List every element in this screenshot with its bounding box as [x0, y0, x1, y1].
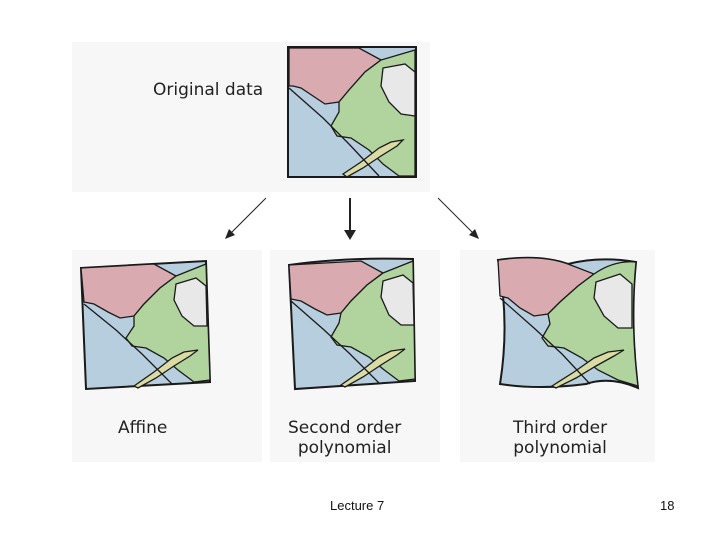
- arrow-to-third-order: [437, 197, 479, 239]
- lecture-footer: Lecture 7: [330, 498, 385, 513]
- page-number: 18: [660, 498, 675, 513]
- original-data-map: [287, 46, 417, 178]
- affine-map: [79, 259, 212, 391]
- arrow-to-affine: [225, 197, 267, 239]
- third-order-label: Third order polynomial: [513, 418, 608, 458]
- second-order-map: [287, 257, 417, 391]
- third-order-map: [496, 256, 640, 390]
- arrow-to-second-order: [344, 198, 356, 240]
- original-data-label: Original data: [153, 80, 264, 100]
- affine-label: Affine: [118, 418, 168, 438]
- second-order-label: Second order polynomial: [288, 418, 402, 458]
